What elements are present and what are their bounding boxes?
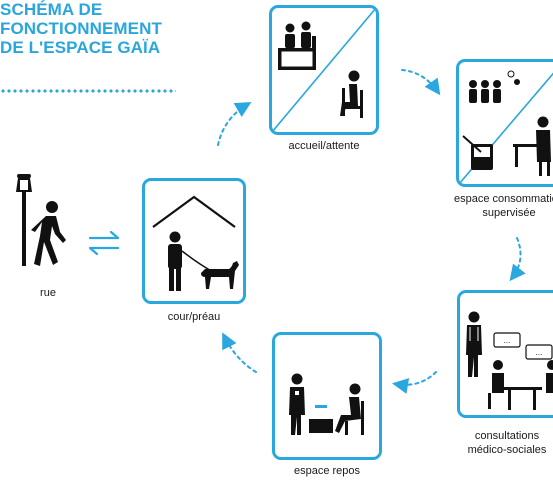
arrow-cour-to-accueil <box>217 101 252 146</box>
roof-icon <box>152 195 236 228</box>
node-consultations: ... ... <box>457 290 553 418</box>
title-dotted-underline <box>0 88 176 94</box>
arrow-repos-to-cour <box>222 332 257 373</box>
node-espace-consommation <box>456 59 553 187</box>
node-espace-repos <box>272 332 382 460</box>
person-with-dog-icon <box>168 231 239 291</box>
node-label-repos: espace repos <box>293 465 361 477</box>
doctor-icon <box>466 311 482 377</box>
svg-text:...: ... <box>504 336 511 345</box>
resting-person-icon <box>309 383 364 435</box>
arrow-consultations-to-repos <box>392 371 437 394</box>
node-label-cour: cour/préau <box>167 311 221 323</box>
node-label-accueil: accueil/attente <box>288 140 360 152</box>
walking-person-icon <box>31 201 66 266</box>
diagram-title: SCHÉMA DE FONCTIONNEMENT DE L'ESPACE GAÏ… <box>0 0 162 57</box>
arrow-accueil-to-consommation <box>401 69 441 96</box>
title-line-1: SCHÉMA DE <box>0 0 103 19</box>
street-walker-pictogram <box>16 174 120 266</box>
consultation-table-icon <box>488 360 553 410</box>
node-label-consommation-line2: supervisée <box>482 207 536 219</box>
standing-staff-icon <box>289 373 305 435</box>
node-label-consultations-line2: médico-sociales <box>467 444 547 456</box>
bidirectional-arrows-icon <box>88 230 120 256</box>
node-accueil-attente <box>269 5 379 135</box>
node-label-consommation-line1: espace consommation <box>453 193 553 205</box>
node-cour-preau <box>142 178 246 304</box>
svg-text:...: ... <box>536 348 543 357</box>
title-line-3: DE L'ESPACE GAÏA <box>0 38 161 57</box>
arrow-consommation-to-consultations <box>509 237 526 282</box>
reception-desk-icon <box>278 21 316 70</box>
seated-person-icon <box>340 70 363 118</box>
speech-bubbles-icon: ... ... <box>493 332 553 360</box>
title-line-2: FONCTIONNEMENT <box>0 19 162 38</box>
street-lamp-icon <box>16 174 32 266</box>
staff-at-desk-icon <box>513 116 551 176</box>
group-of-people-icon <box>469 70 520 103</box>
syringe-disposal-icon <box>462 135 493 170</box>
node-label-rue: rue <box>40 287 56 299</box>
node-label-consultations-line1: consultations <box>474 430 540 442</box>
